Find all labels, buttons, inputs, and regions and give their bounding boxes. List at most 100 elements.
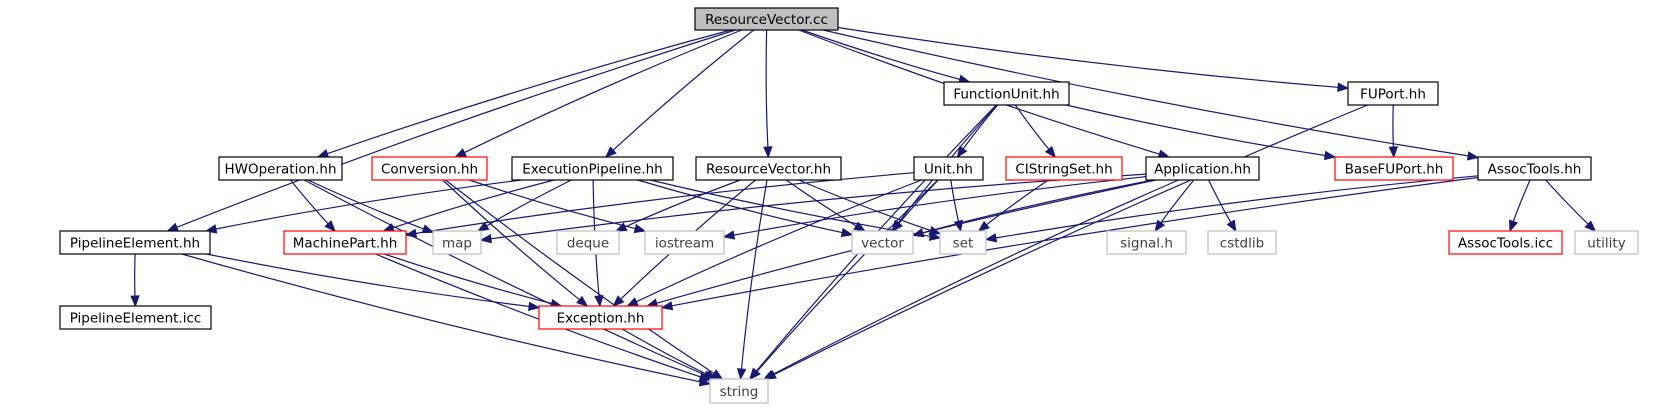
edge-line: [415, 172, 915, 234]
edge-line: [307, 179, 424, 230]
edge-resourcevectorcc-to-hwoperation: [316, 29, 731, 159]
node-basefuport-hh[interactable]: BaseFUPort.hh: [1334, 156, 1454, 181]
edge-arrowhead: [891, 219, 904, 233]
node-label: map: [442, 236, 472, 252]
edge-hwoperation-to-machinepart: [290, 179, 336, 232]
node-box: [218, 156, 343, 181]
edge-arrowhead: [130, 295, 140, 308]
node-label: ResourceVector.cc: [705, 12, 828, 28]
node-box: [1574, 230, 1639, 255]
edge-line: [1014, 104, 1050, 150]
edge-cistringset-to-set: [977, 179, 1049, 232]
edge-arrowhead: [1323, 150, 1337, 161]
edge-arrowhead: [1337, 82, 1350, 92]
edge-line: [756, 179, 939, 372]
edge-arrowhead: [749, 367, 761, 381]
edge-line: [1208, 179, 1232, 223]
node-label: signal.h: [1120, 236, 1173, 252]
edge-resourcevectorhh-to-deque: [614, 179, 741, 232]
node-conversion-hh[interactable]: Conversion.hh: [371, 156, 488, 181]
edge-line: [986, 179, 1049, 226]
node-set: set: [939, 230, 987, 255]
edge-unit-to-machinepart: [404, 172, 915, 239]
edge-layer: [130, 26, 1597, 387]
node-deque: deque: [556, 230, 620, 255]
edge-pipelineelement-to-pipelineelementicc: [130, 253, 140, 308]
node-box: [538, 305, 663, 330]
node-cstdlib: cstdlib: [1207, 230, 1277, 255]
edge-arrowhead: [853, 221, 866, 232]
edge-line: [733, 176, 1147, 236]
node-machinepart-hh[interactable]: MachinePart.hh: [283, 230, 407, 255]
edge-arrowhead: [324, 220, 336, 232]
edge-application-to-string: [762, 179, 1179, 380]
node-box: [1005, 156, 1123, 181]
edge-arrowhead: [1226, 219, 1237, 233]
edge-line: [624, 179, 741, 228]
edge-line: [774, 104, 1368, 376]
edge-line: [649, 179, 931, 237]
node-label: string: [720, 384, 759, 400]
node-box: [913, 156, 984, 181]
edge-arrowhead: [633, 223, 647, 234]
edge-arrowhead: [763, 146, 773, 159]
node-application-hh[interactable]: Application.hh: [1145, 156, 1260, 181]
node-label: Application.hh: [1154, 162, 1251, 178]
edge-arrowhead: [594, 295, 604, 308]
node-functionunit-hh[interactable]: FunctionUnit.hh: [943, 81, 1070, 106]
node-cistringset-hh[interactable]: CIStringSet.hh: [1005, 156, 1123, 181]
edge-line: [290, 179, 329, 225]
edge-exception-to-string: [621, 328, 718, 380]
node-label: BaseFUPort.hh: [1345, 162, 1444, 178]
edge-arrowhead: [528, 301, 541, 311]
edge-line: [772, 179, 1179, 375]
node-fuport-hh[interactable]: FUPort.hh: [1347, 81, 1439, 106]
node-label: Exception.hh: [557, 311, 645, 327]
node-hwoperation-hh[interactable]: HWOperation.hh: [218, 156, 343, 181]
edge-arrowhead: [736, 368, 747, 381]
edge-line: [765, 29, 769, 148]
node-box: [556, 230, 620, 255]
node-box: [283, 230, 407, 255]
edge-line: [384, 253, 552, 305]
node-executionpipeline-hh[interactable]: ExecutionPipeline.hh: [511, 156, 674, 181]
node-unit-hh[interactable]: Unit.hh: [913, 156, 984, 181]
node-pipelineelement-hh[interactable]: PipelineElement.hh: [59, 230, 211, 255]
node-assoctools-hh[interactable]: AssocTools.hh: [1477, 156, 1592, 181]
edge-arrowhead: [953, 219, 964, 233]
edge-resourcevectorcc-to-conversion: [454, 29, 742, 158]
edge-arrowhead: [612, 295, 625, 307]
edge-line: [1512, 179, 1531, 222]
edge-resourcevectorcc-to-assoctools: [822, 29, 1480, 161]
node-box: [432, 230, 482, 255]
node-resourcevector-hh[interactable]: ResourceVector.hh: [695, 156, 842, 181]
edge-unit-to-string: [749, 179, 939, 381]
edge-application-to-iostream: [722, 176, 1147, 240]
edge-arrowhead: [626, 297, 639, 307]
edge-arrowhead: [576, 295, 589, 307]
edge-arrowhead: [660, 301, 674, 311]
edge-line: [303, 179, 706, 376]
edge-line: [962, 104, 999, 150]
edge-line: [464, 29, 742, 154]
node-label: ExecutionPipeline.hh: [522, 162, 662, 178]
node-box: [59, 230, 211, 255]
node-label: PipelineElement.hh: [70, 236, 200, 252]
node-box: [59, 305, 212, 330]
node-box: [1145, 156, 1260, 181]
node-box: [1106, 230, 1187, 255]
edge-line: [785, 179, 857, 227]
edge-resourcevectorcc-to-fuport: [837, 26, 1350, 92]
edge-line: [1545, 179, 1589, 225]
edge-arrowhead: [1584, 220, 1597, 232]
node-pipelineelement-icc[interactable]: PipelineElement.icc: [59, 305, 212, 330]
node-resourcevector-cc[interactable]: ResourceVector.cc: [694, 7, 839, 31]
node-exception-hh[interactable]: Exception.hh: [538, 305, 663, 330]
node-assoctools-icc[interactable]: AssocTools.icc: [1448, 230, 1563, 255]
edge-arrowhead: [479, 233, 492, 244]
edge-line: [995, 175, 1479, 239]
node-label: HWOperation.hh: [224, 162, 336, 178]
node-label: CIStringSet.hh: [1015, 162, 1112, 178]
